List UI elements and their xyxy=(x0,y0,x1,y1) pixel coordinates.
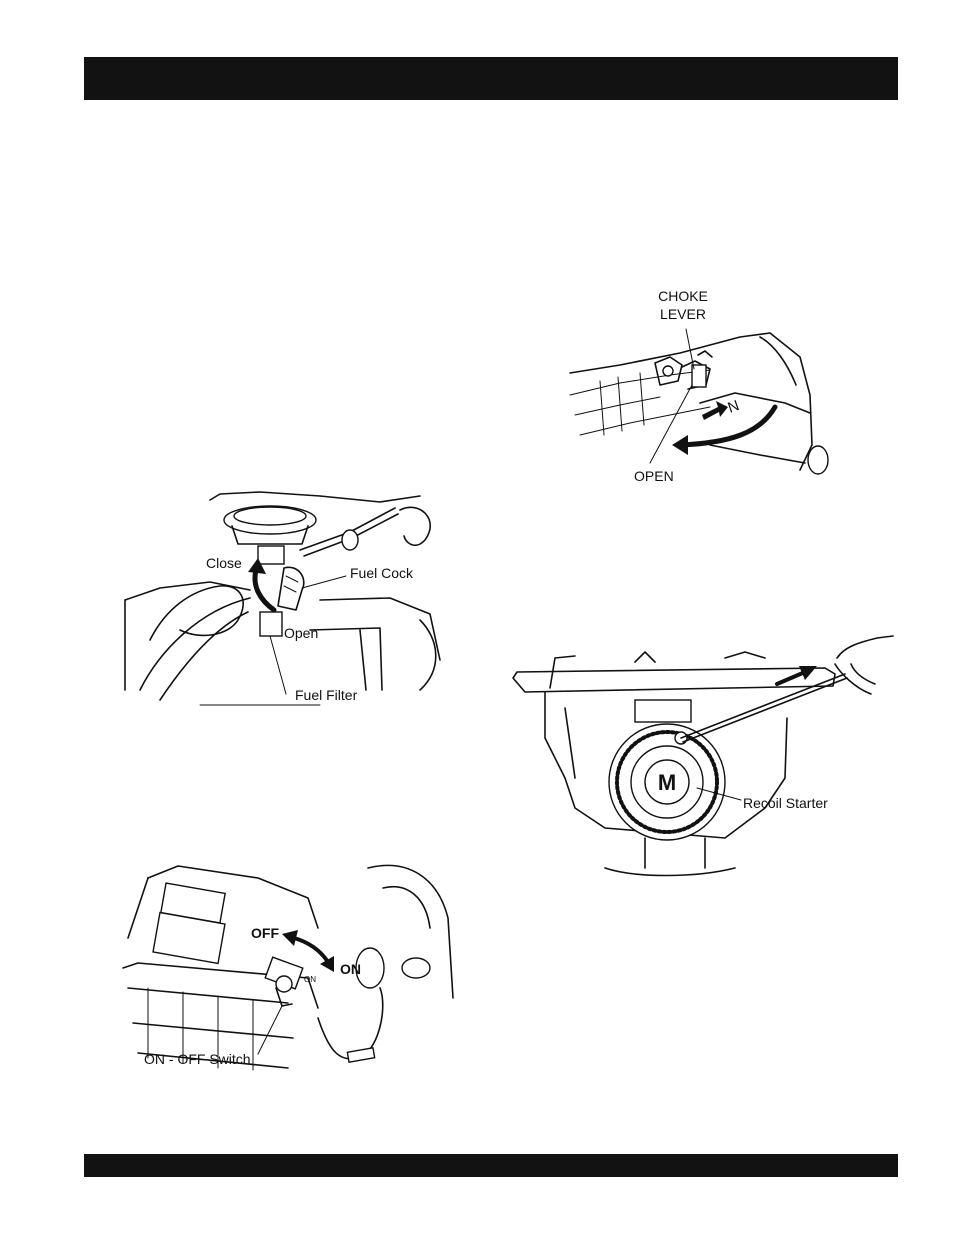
off-label: OFF xyxy=(251,925,279,941)
header-bar xyxy=(84,57,898,100)
svg-text:M: M xyxy=(658,770,676,795)
svg-text:ON: ON xyxy=(304,975,316,984)
fuel-filter-label: Fuel Filter xyxy=(295,687,358,703)
on-off-switch-illustration: ON OFF ON ON - OFF Switch xyxy=(108,858,458,1076)
choke-lever-figure: N CHOKE LEVER OPEN xyxy=(560,285,835,485)
fuel-cock-figure: Close Fuel Cock Open Fuel Filter xyxy=(120,490,450,715)
choke-open-label: OPEN xyxy=(634,468,674,484)
on-label: ON xyxy=(340,961,361,977)
on-off-switch-figure: ON OFF ON ON - OFF Switch xyxy=(108,858,458,1076)
recoil-starter-illustration: M Recoil Starter xyxy=(505,628,895,883)
svg-text:N: N xyxy=(726,397,742,417)
fuel-cock-label: Fuel Cock xyxy=(350,565,414,581)
on-off-switch-label: ON - OFF Switch xyxy=(144,1051,251,1067)
fuel-cock-illustration: Close Fuel Cock Open Fuel Filter xyxy=(120,490,450,715)
recoil-starter-figure: M Recoil Starter xyxy=(505,628,895,883)
footer-bar xyxy=(84,1154,898,1177)
choke-label-line2: LEVER xyxy=(660,306,706,322)
choke-label-line1: CHOKE xyxy=(658,288,708,304)
choke-lever-illustration: N CHOKE LEVER OPEN xyxy=(560,285,835,485)
fuel-open-label: Open xyxy=(284,625,318,641)
close-label: Close xyxy=(206,555,242,571)
recoil-starter-label: Recoil Starter xyxy=(743,795,828,811)
